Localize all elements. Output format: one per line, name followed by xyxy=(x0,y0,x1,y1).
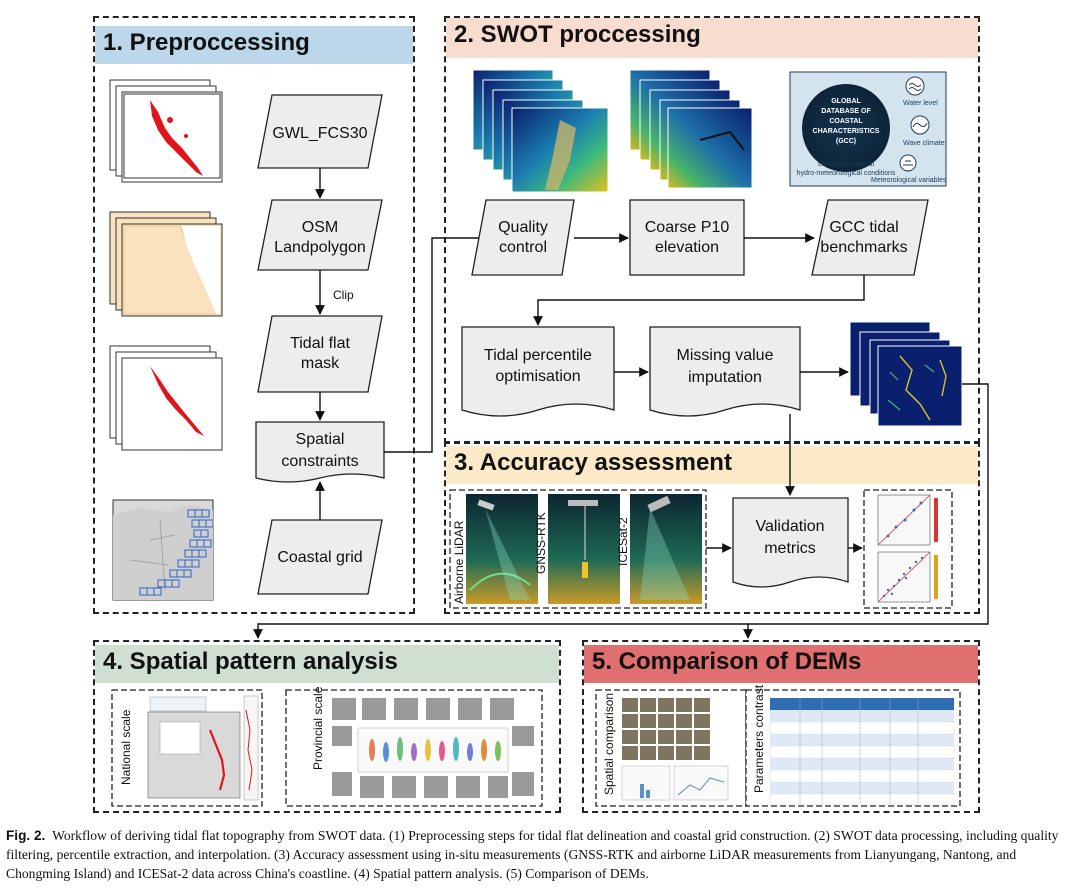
icesat-label: ICESat-2 xyxy=(616,517,630,566)
node-osm-landpolygon: OSM Landpolygon xyxy=(257,199,383,271)
caption-fig-label: Fig. 2. xyxy=(6,828,46,843)
section-header-5: 5. Comparison of DEMs xyxy=(584,645,978,683)
spatial-comparison-label: Spatial comparison xyxy=(602,693,616,795)
node-mask-label-2: mask xyxy=(301,355,340,372)
section1-arrows xyxy=(315,168,501,520)
node-osm-label-2: Landpolygon xyxy=(274,239,366,256)
node-spatial-label-2: constraints xyxy=(281,453,358,470)
node-osm-label-1: OSM xyxy=(302,219,338,236)
tidal-mask-map-stack xyxy=(109,345,223,451)
node-tpo-label-2: optimisation xyxy=(495,368,580,385)
parameters-contrast-label: Parameters contrast xyxy=(752,684,766,793)
meteorological-icon xyxy=(899,154,917,172)
validation-scatter-panel xyxy=(863,489,953,609)
gcc-foot-1: Long-term coastal xyxy=(818,161,874,168)
node-gcc-tidal-benchmarks: GCC tidal benchmarks xyxy=(811,199,929,276)
section-accuracy-assessment xyxy=(444,441,980,614)
node-miss-label-2: imputation xyxy=(688,369,762,386)
gcc-title-4: CHARACTERISTICS xyxy=(813,128,880,135)
gcc-database-figure: GLOBAL DATABASE OF COASTAL CHARACTERISTI… xyxy=(789,71,947,187)
measurement-panel: Airborne LiDAR GNSS-RTK ICESat-2 xyxy=(449,489,707,609)
node-tidal-flat-mask: Tidal flat mask xyxy=(257,315,383,393)
node-coarse-p10: Coarse P10 elevation xyxy=(629,199,745,276)
section-header-4: 4. Spatial pattern analysis xyxy=(95,645,559,683)
node-mask-label-1: Tidal flat xyxy=(290,335,350,352)
gcc-water-label: Water level xyxy=(903,100,938,107)
node-qc-label-2: control xyxy=(499,239,547,256)
node-grid-label: Coastal grid xyxy=(277,549,362,566)
gcc-title-2: DATABASE OF xyxy=(821,108,871,115)
node-qc-label-1: Quality xyxy=(498,219,548,236)
node-spatial-label-1: Spatial xyxy=(296,431,345,448)
section-header-2: 2. SWOT proccessing xyxy=(446,18,978,58)
clip-label: Clip xyxy=(333,288,354,302)
gcc-title-3: COASTAL xyxy=(829,118,863,125)
gcc-wave-label: Wave climate xyxy=(903,140,945,147)
section-comparison-dems xyxy=(582,640,980,813)
node-validation-metrics: Validation metrics xyxy=(732,497,849,588)
osm-map-stack xyxy=(109,211,223,317)
gcc-foot-2: hydro-meteorological conditions xyxy=(797,170,896,177)
gcc-title-1: GLOBAL xyxy=(831,98,861,105)
provincial-scale-label: Provincial scale xyxy=(311,686,325,770)
swot-tile-stack-1 xyxy=(472,69,609,193)
node-gcc-label-1: GCC tidal xyxy=(829,219,898,236)
airborne-lidar-label: Airborne LiDAR xyxy=(452,520,466,604)
section-header-1: 1. Preproccessing xyxy=(95,26,413,64)
section-header-3: 3. Accuracy assessment xyxy=(446,446,978,484)
node-quality-control: Quality control xyxy=(471,199,575,276)
gcc-title-5: (GCC) xyxy=(836,138,856,145)
section-swot-processing xyxy=(444,16,980,444)
section2-arrows xyxy=(253,233,989,639)
caption-text: Workflow of deriving tidal flat topograp… xyxy=(6,828,1059,881)
gcc-meteo-label: Meteorological variables xyxy=(871,177,947,184)
gnss-rtk-label: GNSS-RTK xyxy=(534,512,548,574)
node-coastal-grid: Coastal grid xyxy=(257,519,383,595)
parameters-contrast-panel: Parameters contrast xyxy=(745,684,961,807)
swot-tile-stack-2 xyxy=(629,69,753,189)
node-missing-value: Missing value imputation xyxy=(649,326,801,417)
node-gcc-label-2: benchmarks xyxy=(820,239,907,256)
node-p10-label-2: elevation xyxy=(655,239,719,256)
node-spatial-constraints: Spatial constraints xyxy=(255,421,385,483)
national-scale-label: National scale xyxy=(119,709,133,785)
node-gwl-label: GWL_FCS30 xyxy=(272,125,367,142)
figure-caption: Fig. 2. Workflow of deriving tidal flat … xyxy=(6,826,1074,883)
node-val-label-2: metrics xyxy=(764,540,816,557)
provincial-scale-panel: Provincial scale xyxy=(285,686,543,807)
node-val-label-1: Validation xyxy=(755,518,824,535)
node-tpo-label-1: Tidal percentile xyxy=(484,347,592,364)
node-gwl-fcs30: GWL_FCS30 xyxy=(257,94,383,169)
node-miss-label-1: Missing value xyxy=(677,347,774,364)
gwl-map-stack xyxy=(109,79,223,183)
spatial-comparison-panel: Spatial comparison xyxy=(595,689,747,807)
water-level-icon xyxy=(905,76,925,96)
section-spatial-pattern xyxy=(93,640,561,813)
national-scale-panel: National scale xyxy=(111,689,263,807)
node-tidal-percentile: Tidal percentile optimisation xyxy=(461,326,615,417)
coastal-grid-map xyxy=(112,499,214,601)
node-p10-label-1: Coarse P10 xyxy=(645,219,730,236)
output-dem-stack xyxy=(849,321,963,427)
section-preprocessing xyxy=(93,16,415,614)
